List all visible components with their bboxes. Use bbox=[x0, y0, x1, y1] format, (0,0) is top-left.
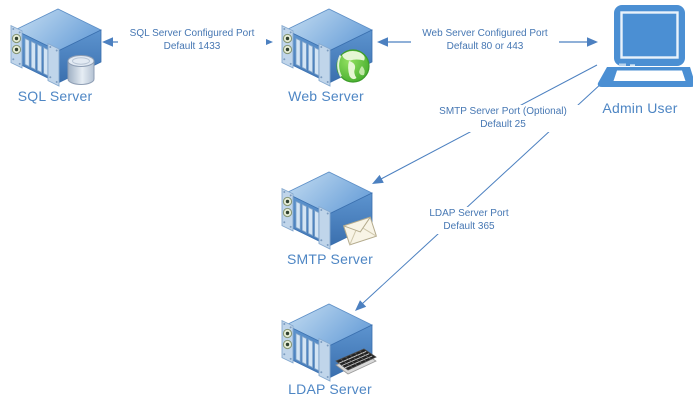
arrowhead-to-web-server-right bbox=[377, 37, 388, 47]
connector-label-line2: Default 365 bbox=[443, 220, 495, 232]
connector-label-line1: LDAP Server Port bbox=[429, 208, 509, 219]
node-label-web-server: Web Server bbox=[288, 88, 364, 104]
connector-label-ldap-port: LDAP Server Port Default 365 bbox=[408, 207, 530, 234]
connector-label-line2: Default 1433 bbox=[163, 40, 221, 52]
arrowhead-to-admin-user bbox=[587, 37, 598, 47]
server-icon bbox=[281, 303, 377, 382]
admin-user-node bbox=[591, 3, 693, 95]
sql-server-node bbox=[5, 2, 105, 90]
node-label-sql-server: SQL Server bbox=[17, 88, 93, 104]
connector-label-line2: Default 25 bbox=[480, 118, 526, 130]
envelope-icon bbox=[342, 216, 378, 246]
arrowhead-to-ldap-server bbox=[355, 300, 367, 311]
connector-label-sql-port: SQL Server Configured Port Default 1433 bbox=[118, 27, 266, 54]
connector-label-line1: SMTP Server Port (Optional) bbox=[439, 106, 567, 117]
web-server-node bbox=[276, 2, 376, 90]
server-icon bbox=[281, 171, 378, 250]
node-label-ldap-server: LDAP Server bbox=[288, 381, 372, 397]
laptop-icon bbox=[597, 5, 693, 87]
database-icon bbox=[67, 55, 95, 85]
connector-label-smtp-port: SMTP Server Port (Optional) Default 25 bbox=[427, 105, 579, 132]
arrowhead-to-sql-server bbox=[102, 37, 113, 47]
smtp-server-node bbox=[276, 165, 378, 253]
globe-icon bbox=[336, 49, 370, 83]
ldap-server-node bbox=[276, 297, 377, 385]
server-icon bbox=[281, 8, 373, 87]
node-label-smtp-server: SMTP Server bbox=[287, 251, 373, 267]
server-icon bbox=[10, 8, 102, 87]
connector-label-web-port: Web Server Configured Port Default 80 or… bbox=[411, 27, 559, 54]
arrowhead-to-smtp-server bbox=[372, 174, 384, 184]
node-label-admin-user: Admin User bbox=[602, 100, 678, 116]
connector-label-line1: Web Server Configured Port bbox=[422, 28, 548, 39]
connector-label-line2: Default 80 or 443 bbox=[446, 40, 524, 52]
connector-label-line1: SQL Server Configured Port bbox=[129, 28, 255, 39]
keyboard-icon bbox=[335, 348, 377, 375]
